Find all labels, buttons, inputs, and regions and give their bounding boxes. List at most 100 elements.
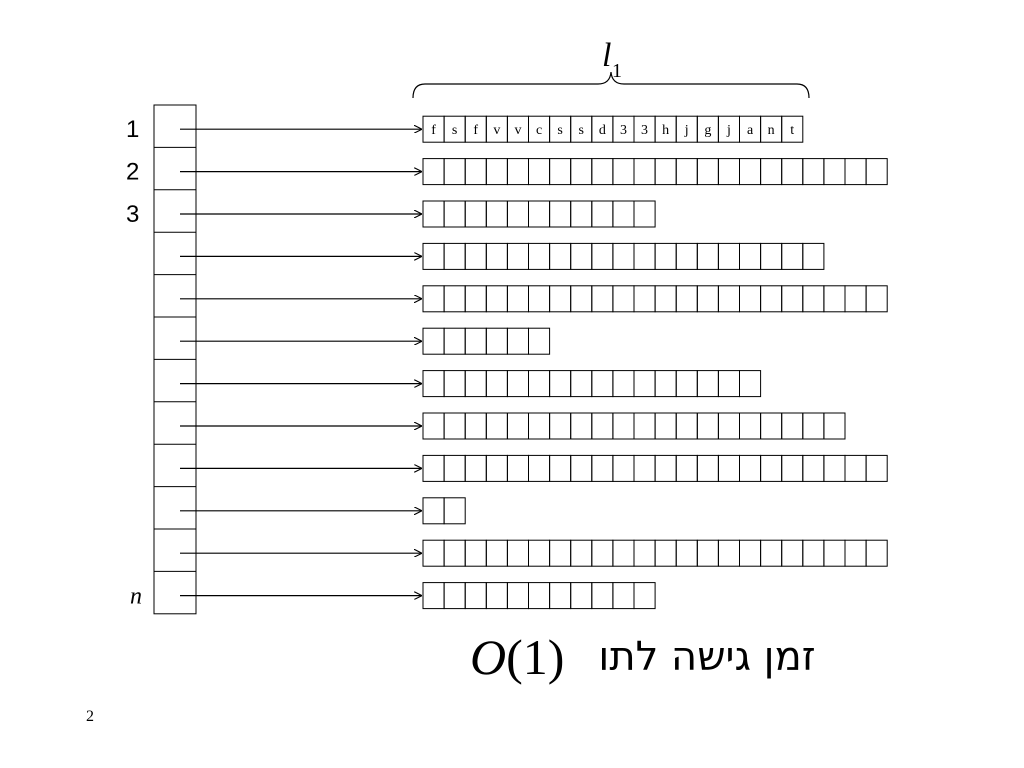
brace: l 1 (412, 37, 810, 99)
array-cell (485, 242, 508, 270)
array-cell (844, 539, 867, 567)
row-array (422, 242, 825, 270)
array-cell (443, 285, 466, 313)
array-cell (654, 412, 677, 440)
array-cell (443, 539, 466, 567)
array-cell (612, 158, 635, 186)
array-cell (802, 412, 825, 440)
array-cell (612, 200, 635, 228)
array-cell (528, 158, 551, 186)
array-cell (696, 370, 719, 398)
array-cell (464, 327, 487, 355)
array-cell (781, 454, 804, 482)
array-cell (633, 242, 656, 270)
array-cell (528, 454, 551, 482)
array-cell (422, 327, 445, 355)
array-cell (633, 454, 656, 482)
array-cell (591, 158, 614, 186)
brace-label-subscript: 1 (612, 60, 622, 82)
array-cell (506, 158, 529, 186)
array-cell (802, 242, 825, 270)
cell-char: v (493, 123, 500, 138)
array-cell (633, 200, 656, 228)
big-o-symbol: O (470, 629, 507, 685)
array-cell (696, 285, 719, 313)
array-cell (422, 370, 445, 398)
cell-char: j (726, 123, 731, 138)
array-cell (612, 582, 635, 610)
array-cell (443, 412, 466, 440)
array-cell (549, 370, 572, 398)
array-cell (717, 412, 741, 440)
cell-char: n (768, 123, 775, 138)
array-cell (844, 285, 867, 313)
array-cell (549, 242, 572, 270)
array-cell (802, 539, 825, 567)
array-cell (675, 370, 698, 398)
array-cell (717, 158, 741, 186)
array-cell (675, 285, 698, 313)
array-cell (570, 454, 593, 482)
array-cell (823, 158, 846, 186)
array-cell (717, 370, 741, 398)
array-cell (591, 370, 614, 398)
array-cell (781, 242, 804, 270)
array-cell (570, 285, 593, 313)
array-cell (570, 539, 593, 567)
array-cell (485, 327, 508, 355)
array-cell (506, 370, 529, 398)
array-cell (654, 158, 677, 186)
array-cell (675, 412, 698, 440)
array-cell (570, 200, 593, 228)
array-cell (422, 200, 445, 228)
array-cell (422, 539, 445, 567)
array-cell (591, 285, 614, 313)
array-cell (633, 582, 656, 610)
array-cell (591, 200, 614, 228)
row-array (422, 412, 846, 440)
array-cell (422, 454, 445, 482)
array-cell (549, 200, 572, 228)
array-cell (760, 285, 783, 313)
array-cell (654, 370, 677, 398)
array-cell (844, 158, 867, 186)
array-cell (633, 539, 656, 567)
array-cell (654, 285, 677, 313)
array-cell (823, 539, 846, 567)
array-cell (591, 582, 614, 610)
array-cell (591, 242, 614, 270)
array-cell (422, 412, 445, 440)
array-cell (612, 370, 635, 398)
array-cell (633, 158, 656, 186)
row-label-3: 3 (126, 201, 139, 228)
array-cell (570, 370, 593, 398)
array-cell (506, 412, 529, 440)
array-cell (781, 115, 804, 143)
row-array (422, 285, 888, 313)
array-cell (485, 412, 508, 440)
array-cell (422, 242, 445, 270)
array-cell (781, 412, 804, 440)
array-cell (570, 158, 593, 186)
array-cell (443, 370, 466, 398)
pointer-arrows (180, 129, 422, 595)
array-cell (570, 582, 593, 610)
cell-char: c (536, 123, 542, 138)
array-cell (485, 158, 508, 186)
array-cell (443, 497, 466, 525)
array-cell (528, 412, 551, 440)
array-cell (760, 412, 783, 440)
cell-char: f (431, 123, 436, 138)
array-cell (506, 242, 529, 270)
array-cell (612, 242, 635, 270)
array-cell (696, 412, 719, 440)
row-label-2: 2 (126, 159, 139, 186)
array-cell (696, 242, 719, 270)
array-cell (675, 242, 698, 270)
cell-char: a (747, 123, 754, 138)
array-cell (696, 539, 719, 567)
array-cell (485, 370, 508, 398)
array-cell (506, 454, 529, 482)
